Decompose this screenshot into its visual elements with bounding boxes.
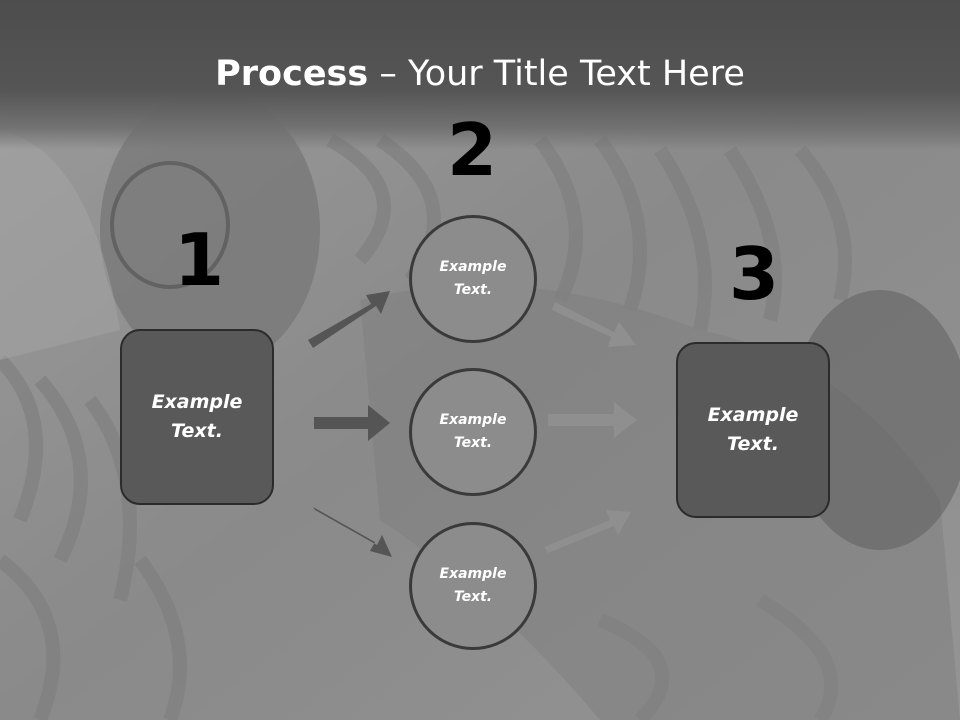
step-1-label: Example Text.: [151, 391, 243, 442]
title-bar: [0, 0, 960, 150]
title-bold: Process: [215, 54, 369, 94]
title-rest: – Your Title Text Here: [368, 54, 745, 94]
arrow-group-in: [308, 291, 392, 557]
step-2-number: 2: [446, 108, 498, 192]
arrow-from-circle-1: [552, 302, 636, 347]
circle-3: Example Text.: [409, 522, 537, 650]
arrow-to-circle-3: [313, 507, 392, 557]
arrow-to-circle-2: [314, 405, 390, 441]
slide-title: Process – Your Title Text Here: [0, 52, 960, 96]
step-3-number: 3: [728, 232, 780, 316]
step-1-number: 1: [173, 218, 225, 302]
circle-2-label: Example Text.: [439, 412, 507, 451]
step-1-box: Example Text.: [120, 329, 274, 505]
circle-3-label: Example Text.: [439, 566, 507, 605]
step-3-label: Example Text.: [707, 404, 799, 455]
circle-1: Example Text.: [409, 215, 537, 343]
arrow-to-circle-1: [308, 291, 390, 348]
circle-2: Example Text.: [409, 368, 537, 496]
step-3-box: Example Text.: [676, 342, 830, 518]
circle-1-label: Example Text.: [439, 259, 507, 298]
arrow-from-circle-3: [544, 510, 631, 553]
arrow-from-circle-2: [548, 402, 637, 438]
arrow-group-out: [544, 302, 637, 553]
